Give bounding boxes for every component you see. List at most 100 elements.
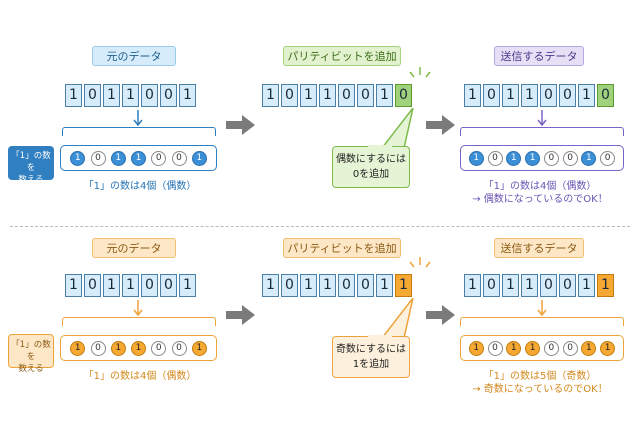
bit-circles: 1 0 1 1 0 0 1 (60, 335, 217, 361)
bit-circle: 1 (110, 340, 126, 356)
bit-circle: 1 (468, 150, 484, 166)
bit-circle: 0 (151, 150, 167, 166)
section-divider (10, 226, 630, 227)
bit-cell: 0 (281, 274, 298, 297)
bit-circle: 1 (525, 340, 541, 356)
bracket (62, 127, 216, 136)
bit-circle: 0 (487, 150, 503, 166)
bit-cell: 1 (103, 274, 120, 297)
bit-cell: 0 (281, 84, 298, 107)
bit-cell: 0 (540, 84, 557, 107)
down-arrow-icon (537, 110, 547, 127)
bit-circle: 1 (581, 340, 597, 356)
parity-bit-cell: 0 (395, 84, 412, 107)
bit-cell: 0 (160, 84, 177, 107)
bit-cell: 1 (319, 274, 336, 297)
ones-count-text: 「1」の数は4個（偶数） (83, 181, 197, 192)
right-arrow-icon (226, 305, 255, 325)
label-original-data: 元のデータ (92, 238, 176, 258)
highlight-burst-icon (409, 67, 431, 78)
count-ones-label: 「1」の数を 数える (8, 334, 54, 374)
bit-circle: 1 (191, 340, 207, 356)
bit-cell: 0 (84, 84, 101, 107)
original-bits-row: 1 0 1 1 0 0 1 (65, 84, 198, 107)
bit-cell: 0 (84, 274, 101, 297)
bit-circle: 1 (506, 150, 522, 166)
bit-circle: 0 (171, 150, 187, 166)
bit-cell: 1 (65, 274, 82, 297)
send-bit-circles: 1 0 1 1 0 0 1 0 (460, 145, 624, 171)
callout-odd: 奇数にするには 1を追加 (332, 336, 410, 378)
bit-circle: 1 (581, 150, 597, 166)
bit-circle: 1 (506, 340, 522, 356)
count-ones-label: 「1」の数を 数える (8, 146, 54, 185)
bit-circles: 1 0 1 1 0 0 1 (60, 145, 217, 171)
bit-cell: 1 (578, 274, 595, 297)
bit-circle: 1 (525, 150, 541, 166)
right-arrow-icon (226, 115, 255, 135)
bit-cell: 1 (103, 84, 120, 107)
bit-circle: 0 (151, 340, 167, 356)
bit-cell: 0 (357, 274, 374, 297)
bit-cell: 1 (65, 84, 82, 107)
callout-pointer (380, 108, 414, 149)
bit-cell: 1 (319, 84, 336, 107)
highlight-burst-icon (409, 257, 431, 268)
bit-cell: 1 (179, 274, 196, 297)
bit-circle: 0 (171, 340, 187, 356)
bit-circle: 1 (70, 150, 86, 166)
label-add-parity: パリティビットを追加 (283, 238, 401, 258)
bit-circle: 1 (191, 150, 207, 166)
bit-cell: 0 (357, 84, 374, 107)
ones-count-text: 「1」の数は4個（偶数） (83, 371, 197, 382)
bit-cell: 1 (300, 274, 317, 297)
bit-cell: 0 (483, 274, 500, 297)
bit-cell: 1 (300, 84, 317, 107)
bit-cell: 1 (464, 274, 481, 297)
bit-cell: 1 (122, 84, 139, 107)
bit-circle: 1 (131, 150, 146, 166)
original-bits-row: 1 0 1 1 0 0 1 (65, 274, 198, 297)
send-bit-circles: 1 0 1 1 0 0 1 1 (460, 335, 624, 361)
parity-bit-cell: 1 (597, 274, 614, 297)
bracket (460, 127, 624, 136)
bit-cell: 1 (521, 84, 538, 107)
bit-cell: 1 (376, 274, 393, 297)
result-text: 「1」の数は5個（奇数） → 奇数になっているのでOK！ (472, 371, 608, 395)
bit-cell: 1 (502, 84, 519, 107)
bit-cell: 0 (559, 274, 576, 297)
result-text: 「1」の数は4個（偶数） → 偶数になっているのでOK！ (472, 181, 608, 205)
down-arrow-icon (133, 110, 143, 127)
bit-cell: 1 (521, 274, 538, 297)
bit-cell: 1 (578, 84, 595, 107)
bit-cell: 0 (483, 84, 500, 107)
parity-bits-row: 1 0 1 1 0 0 1 0 (262, 84, 414, 107)
send-bits-row: 1 0 1 1 0 0 1 1 (464, 274, 616, 297)
bit-cell: 0 (160, 274, 177, 297)
bit-cell: 1 (179, 84, 196, 107)
label-send-data: 送信するデータ (494, 238, 584, 258)
bracket (460, 317, 624, 326)
right-arrow-icon (426, 115, 455, 135)
label-original-data: 元のデータ (92, 46, 176, 66)
bit-circle: 0 (562, 150, 578, 166)
label-add-parity: パリティビットを追加 (283, 46, 401, 66)
send-bits-row: 1 0 1 1 0 0 1 0 (464, 84, 616, 107)
bit-cell: 1 (122, 274, 139, 297)
bit-cell: 1 (464, 84, 481, 107)
bit-circle: 1 (110, 150, 126, 166)
bit-circle: 1 (70, 340, 86, 356)
bit-circle: 0 (543, 150, 559, 166)
bit-cell: 1 (262, 274, 279, 297)
bit-cell: 0 (141, 274, 158, 297)
bit-circle: 1 (131, 340, 146, 356)
parity-bits-row: 1 0 1 1 0 0 1 1 (262, 274, 414, 297)
callout-pointer (380, 298, 414, 339)
down-arrow-icon (133, 300, 143, 317)
label-send-data: 送信するデータ (494, 46, 584, 66)
callout-even: 偶数にするには 0を追加 (332, 146, 410, 188)
bit-cell: 0 (559, 84, 576, 107)
bit-cell: 0 (141, 84, 158, 107)
parity-bit-cell: 1 (395, 274, 412, 297)
bit-circle: 1 (468, 340, 484, 356)
